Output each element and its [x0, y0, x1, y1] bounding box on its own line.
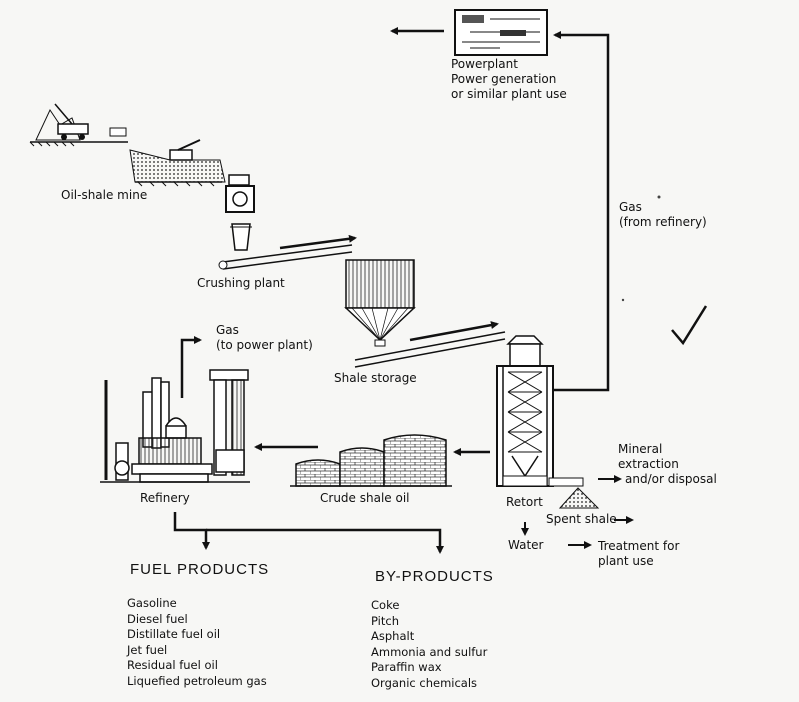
arrow-to-fuel-products [173, 512, 210, 550]
oil-shale-mine [29, 103, 226, 187]
crude-oil-tanks [290, 434, 452, 487]
label-powerplant: Powerplant [451, 57, 518, 71]
by-product-item: Organic chemicals [371, 675, 478, 690]
gas-from-refinery-line [540, 31, 610, 392]
label-retort: Retort [506, 495, 543, 509]
check-mark [671, 305, 708, 346]
arrow-gas-to-power [180, 336, 202, 398]
label-gas-power-sub: (to power plant) [216, 338, 313, 352]
label-treatment-1: Treatment for [598, 539, 680, 553]
by-product-item: Paraffin wax [371, 660, 442, 674]
arrow-to-by-products [206, 528, 444, 554]
label-crude: Crude shale oil [320, 491, 410, 505]
scan-speck [657, 195, 661, 199]
shale-storage-silo [344, 259, 506, 368]
label-power-generation: Power generation [451, 72, 557, 86]
crushing-plant [218, 174, 353, 270]
spent-shale-pile [558, 487, 600, 509]
retort-tower [496, 335, 584, 487]
label-crushing: Crushing plant [197, 276, 285, 290]
by-product-item: Coke [371, 598, 400, 612]
label-spent-shale: Spent shale [546, 512, 617, 526]
fuel-products-list: Gasoline Diesel fuel Distillate fuel oil… [127, 596, 267, 689]
fuel-product-item: Jet fuel [127, 642, 168, 657]
fuel-product-item: Liquefied petroleum gas [127, 673, 267, 688]
label-mineral-2: extraction [618, 457, 679, 471]
fuel-product-item: Gasoline [127, 596, 177, 610]
by-products-list: Coke Pitch Asphalt Ammonia and sulfur Pa… [371, 598, 487, 691]
label-refinery: Refinery [140, 491, 190, 505]
fuel-product-item: Diesel fuel [127, 611, 188, 626]
powerplant-building [454, 9, 548, 56]
fuel-product-item: Distillate fuel oil [127, 627, 221, 641]
label-treatment-2: plant use [598, 554, 654, 568]
refinery-plant [100, 369, 250, 483]
by-product-item: Pitch [371, 613, 399, 628]
by-product-item: Asphalt [371, 629, 415, 643]
label-mineral-3: and/or disposal [625, 472, 717, 486]
label-mineral-1: Mineral [618, 442, 663, 456]
label-shale-storage: Shale storage [334, 371, 417, 385]
label-mine: Oil-shale mine [61, 188, 148, 202]
label-gas-refinery: Gas [619, 200, 642, 214]
label-gas-power: Gas [216, 323, 239, 337]
label-plant-use: or similar plant use [451, 87, 567, 101]
arrow-storage-conveyor [409, 321, 499, 342]
label-water: Water [508, 538, 544, 552]
fuel-products-title: FUEL PRODUCTS [130, 561, 270, 578]
fuel-product-item: Residual fuel oil [127, 658, 218, 672]
arrow-crushing-conveyor [279, 234, 357, 250]
by-products-title: BY-PRODUCTS [375, 568, 494, 585]
scan-speck-2 [621, 298, 625, 302]
label-gas-refinery-sub: (from refinery) [619, 215, 707, 229]
by-product-item: Ammonia and sulfur [371, 644, 488, 659]
